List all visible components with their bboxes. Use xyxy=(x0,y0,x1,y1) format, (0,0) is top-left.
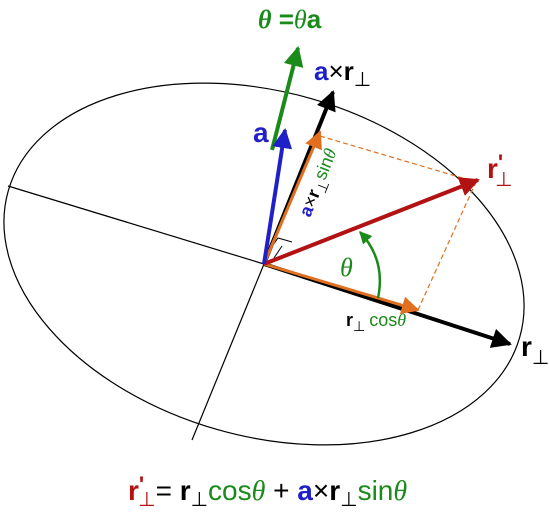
theta-vector-label: θ =θa xyxy=(258,4,322,34)
theta-bold-glyph: θ xyxy=(258,5,272,34)
cos-r-glyph: r xyxy=(346,310,353,330)
dashed-sin-to-rprime xyxy=(319,135,477,183)
cos-theta-glyph: θ xyxy=(397,310,406,330)
rperp-perp-glyph: ⊥ xyxy=(532,347,549,369)
cos-component-vector xyxy=(263,262,420,314)
theta-angle-arc xyxy=(359,231,382,299)
formula-perp2-glyph: ⊥ xyxy=(191,489,208,511)
rprime-r-glyph: r xyxy=(487,153,498,184)
formula-prime-glyph: ' xyxy=(139,472,144,497)
rotation-plane-ellipse xyxy=(3,82,525,446)
formula-r2-glyph: r xyxy=(180,475,191,506)
formula-r3-glyph: r xyxy=(329,475,340,506)
formula-theta2-glyph: θ xyxy=(393,476,407,507)
a-bold-glyph: a xyxy=(307,4,322,34)
axr-perp-glyph: ⊥ xyxy=(354,69,371,91)
sin-component-vector xyxy=(262,130,322,265)
a-cross-r-label: a×r⊥ xyxy=(314,56,371,91)
formula-sin-glyph: sin xyxy=(358,475,394,506)
sin-perp-glyph: ⊥ xyxy=(313,178,332,195)
axr-r-glyph: r xyxy=(344,56,354,86)
formula-a-glyph: a xyxy=(297,475,313,506)
cos-perp-glyph: ⊥ xyxy=(353,318,365,334)
formula-theta-glyph: θ xyxy=(252,476,266,507)
right-angle-marker-2 xyxy=(273,245,283,259)
sin-component-label: a×r⊥sinθ xyxy=(295,145,344,221)
formula-r-glyph: r xyxy=(128,475,139,506)
formula-eq-glyph: = xyxy=(156,475,180,506)
r-perp-label: r⊥ xyxy=(521,331,549,369)
plane-axis-left xyxy=(7,185,265,265)
rprime-prime-glyph: ' xyxy=(498,150,503,175)
a-vector-label: a xyxy=(253,117,269,148)
axr-times-glyph: × xyxy=(328,56,343,86)
formula-plus-glyph: + xyxy=(265,475,297,506)
formula-cos-glyph: cos xyxy=(208,475,252,506)
theta-angle-label: θ xyxy=(340,253,353,282)
formula-times-glyph: × xyxy=(313,475,329,506)
formula-perp-glyph: ⊥ xyxy=(138,489,155,511)
rprime-perp-glyph: ⊥ xyxy=(495,169,512,191)
r-perp-prime-vector xyxy=(263,177,480,266)
a-unit-vector xyxy=(262,128,293,265)
plane-axis-bottom xyxy=(191,263,265,441)
cos-component-label: r⊥cosθ xyxy=(346,310,406,334)
theta-italic-glyph: θ xyxy=(294,5,307,34)
rperp-r-glyph: r xyxy=(521,331,532,362)
rotation-formula: r'⊥= r⊥cosθ + a×r⊥sinθ xyxy=(128,472,407,511)
formula-perp3-glyph: ⊥ xyxy=(340,489,357,511)
r-prime-label: r'⊥ xyxy=(487,150,513,191)
equals-glyph: = xyxy=(272,4,294,34)
cos-text-glyph: cos xyxy=(369,310,397,330)
axr-a-glyph: a xyxy=(314,56,329,86)
